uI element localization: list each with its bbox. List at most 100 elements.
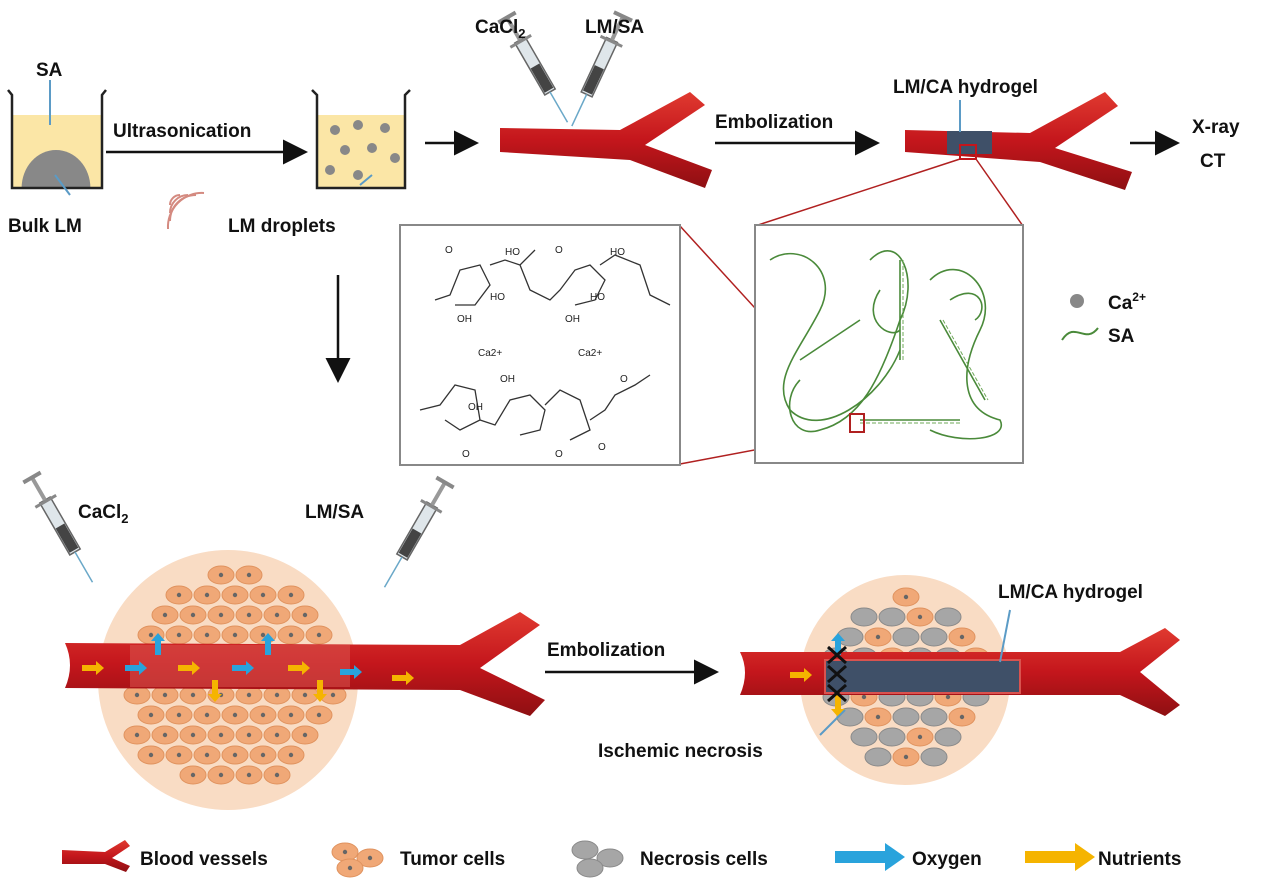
ct-label: CT	[1200, 151, 1226, 172]
cell	[277, 625, 305, 645]
cell	[235, 725, 263, 745]
svg-text:HO: HO	[490, 292, 505, 303]
sa-legend-label: SA	[1108, 326, 1135, 347]
svg-text:Ca2+: Ca2+	[1108, 290, 1146, 314]
cacl2-label-bottom: CaCl2	[78, 502, 129, 526]
cell	[249, 745, 277, 765]
lmsa-label-bottom: LM/SA	[305, 502, 364, 523]
cell	[277, 585, 305, 605]
hydrogel-plug	[947, 131, 992, 154]
cell	[207, 765, 235, 785]
cell	[892, 587, 920, 607]
cell	[305, 625, 333, 645]
cell	[920, 627, 948, 647]
cell	[151, 605, 179, 625]
xray-label: X-ray	[1192, 117, 1240, 138]
cell	[864, 747, 892, 767]
cell	[207, 605, 235, 625]
cell	[263, 765, 291, 785]
legend-label: Necrosis cells	[640, 849, 768, 870]
cell	[165, 745, 193, 765]
cell	[207, 725, 235, 745]
embolization-label-top: Embolization	[715, 112, 833, 133]
cell	[892, 747, 920, 767]
cell	[291, 605, 319, 625]
legend-label: Blood vessels	[140, 849, 268, 870]
cell	[151, 725, 179, 745]
cell	[193, 585, 221, 605]
ca-ion-label: Ca2+	[478, 348, 502, 359]
svg-text:HO: HO	[590, 292, 605, 303]
svg-text:O: O	[555, 245, 563, 256]
tumor-before-embolization	[19, 469, 545, 810]
ca-ion-icon	[1070, 294, 1084, 308]
cell	[235, 765, 263, 785]
legend-label: Tumor cells	[400, 849, 505, 870]
lmsa-label-top: LM/SA	[585, 17, 644, 38]
cell	[193, 625, 221, 645]
cell	[291, 725, 319, 745]
cell	[221, 705, 249, 725]
cell	[305, 705, 333, 725]
svg-text:O: O	[620, 374, 628, 385]
cell	[850, 607, 878, 627]
cell	[193, 705, 221, 725]
cell	[934, 607, 962, 627]
cell	[165, 705, 193, 725]
cell	[948, 707, 976, 727]
cell	[934, 727, 962, 747]
cell	[123, 725, 151, 745]
cell	[207, 565, 235, 585]
alginate-structure-panel: O HO HO O HO HO OH OH OH OH O O O O Ca2+…	[399, 224, 681, 466]
cell	[179, 605, 207, 625]
bulk-lm-label: Bulk LM	[8, 216, 82, 237]
hydrogel-plug	[824, 659, 1021, 694]
blood-vessel-icon	[62, 840, 130, 872]
cacl2-label-top: CaCl2	[475, 17, 526, 41]
ultrasonication-label: Ultrasonication	[113, 121, 251, 142]
cell	[920, 747, 948, 767]
beaker-lm-droplets	[311, 89, 411, 190]
cell	[193, 745, 221, 765]
cell	[277, 705, 305, 725]
cell	[179, 725, 207, 745]
cell	[249, 625, 277, 645]
cell	[878, 607, 906, 627]
embolization-label-bottom: Embolization	[547, 640, 665, 661]
tumor-after-embolization	[740, 575, 1180, 785]
cell	[221, 625, 249, 645]
svg-text:O: O	[445, 245, 453, 256]
cell	[892, 707, 920, 727]
blood-vessel-top-2	[905, 92, 1132, 190]
cell	[906, 607, 934, 627]
beaker-bulk-lm	[7, 80, 107, 196]
cell	[165, 625, 193, 645]
hydrogel-network-panel	[754, 224, 1024, 464]
svg-text:O: O	[598, 442, 606, 453]
svg-text:OH: OH	[457, 314, 472, 325]
legend: Blood vessels Tumor cells Necrosis cells…	[62, 840, 1181, 878]
cell	[277, 745, 305, 765]
cell	[123, 685, 151, 705]
svg-text:OH: OH	[468, 402, 483, 413]
hydrogel-label-top: LM/CA hydrogel	[893, 77, 1038, 98]
lm-droplets-label: LM droplets	[228, 216, 336, 237]
svg-text:OH: OH	[500, 374, 515, 385]
cell	[263, 725, 291, 745]
sound-waves-icon	[166, 191, 205, 230]
ischemic-necrosis-label: Ischemic necrosis	[598, 741, 763, 762]
necrosis-cells-icon	[571, 840, 624, 878]
cell	[892, 627, 920, 647]
cell	[179, 685, 207, 705]
cell	[235, 605, 263, 625]
ca-ion-label: Ca2+	[578, 348, 602, 359]
cell	[235, 565, 263, 585]
cell	[221, 585, 249, 605]
sa-chain-icon	[1061, 327, 1099, 341]
cell	[850, 727, 878, 747]
cell	[864, 627, 892, 647]
cell	[137, 745, 165, 765]
cell	[137, 705, 165, 725]
